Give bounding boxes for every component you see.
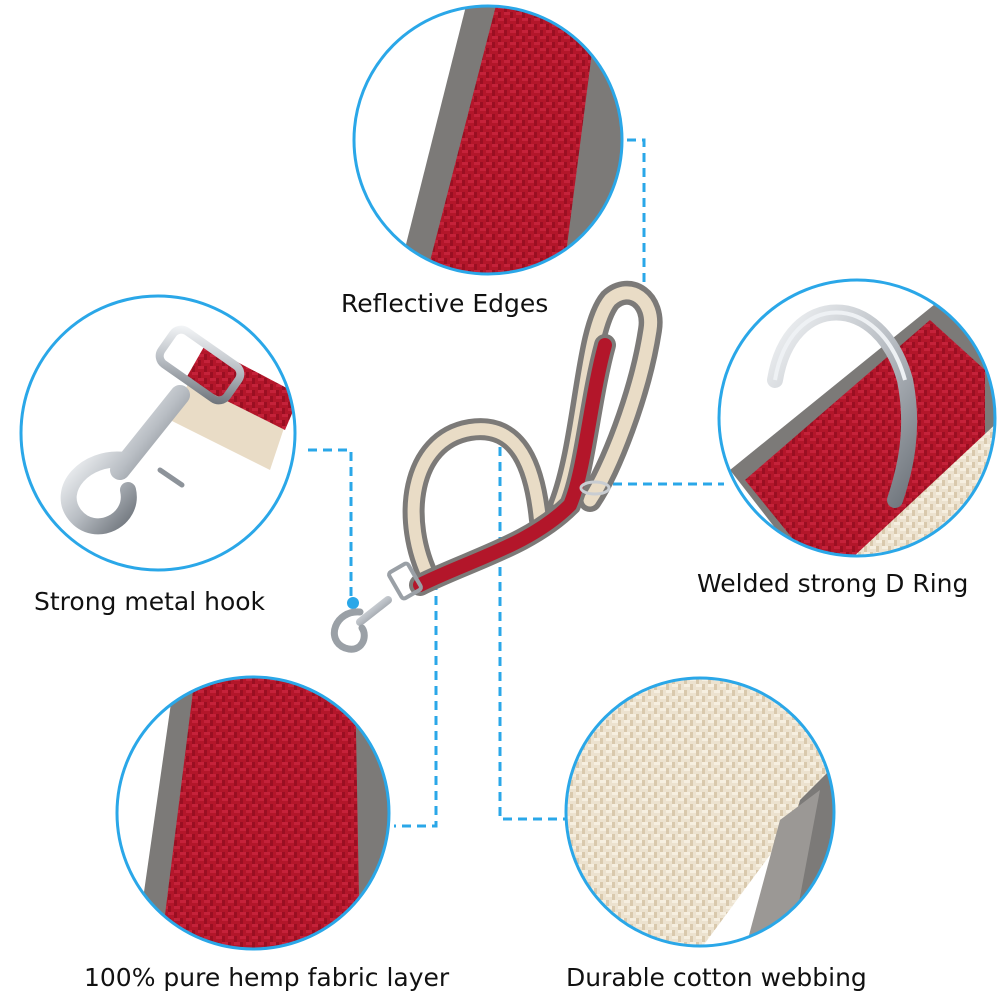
circle-border-cotton [564,676,836,948]
circle-metal-hook [21,296,295,570]
label-reflective-edges: Reflective Edges [341,289,549,318]
connector-hook [308,448,353,600]
label-hemp-layer: 100% pure hemp fabric layer [84,963,450,992]
circle-cotton-webbing [566,678,834,946]
label-d-ring: Welded strong D Ring [697,569,969,598]
label-metal-hook: Strong metal hook [34,587,266,616]
connector-reflective [612,138,646,338]
dot-hook [347,597,359,609]
connector-hemp [394,581,438,828]
circle-border-dring [717,278,997,558]
circle-reflective-edges [354,6,622,274]
circle-border-reflective [352,4,624,276]
connector-cotton [498,447,568,821]
label-cotton-webbing: Durable cotton webbing [566,963,867,992]
circle-border-hook [19,294,297,572]
leash-illustration [330,280,663,653]
circle-d-ring [719,280,995,556]
circle-border-hemp [115,675,391,951]
